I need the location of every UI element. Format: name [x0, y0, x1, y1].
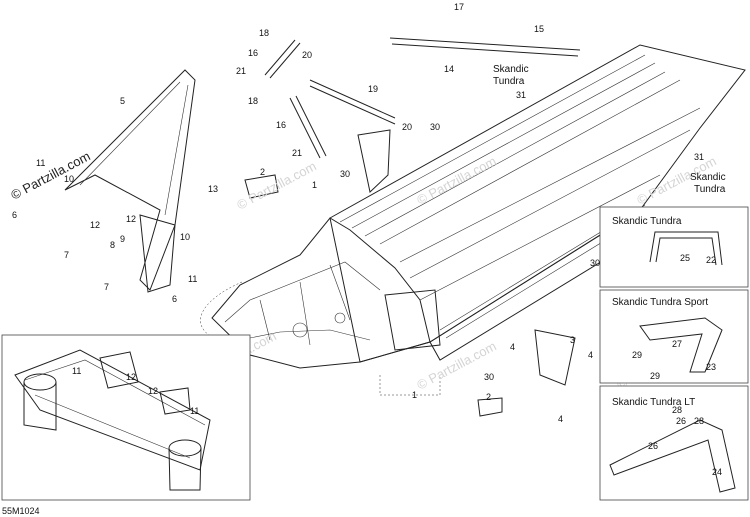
callout: 29 — [650, 371, 660, 381]
detail-inset — [1, 334, 251, 501]
callout: 1 — [312, 180, 317, 190]
callout: 12 — [126, 372, 136, 382]
callout: 11 — [72, 366, 81, 376]
callout: 28 — [694, 416, 704, 426]
callout: 5 — [120, 96, 125, 106]
callout: 20 — [402, 122, 412, 132]
callout: 15 — [534, 24, 544, 34]
callout: 7 — [104, 282, 109, 292]
callout: 6 — [12, 210, 17, 220]
callout: 21 — [236, 66, 246, 76]
side-bracket — [534, 329, 576, 386]
callout: 14 — [444, 64, 454, 74]
tunnel-frame — [211, 44, 746, 369]
callout: 31 — [516, 90, 526, 100]
callout: 22 — [706, 255, 716, 265]
callout: 6 — [172, 294, 177, 304]
callout: 16 — [276, 120, 286, 130]
callout: 8 — [110, 240, 115, 250]
callout: 20 — [302, 50, 312, 60]
callout: 30 — [484, 372, 494, 382]
callout: 10 — [180, 232, 190, 242]
callout: 4 — [588, 350, 593, 360]
callouts: 1 1 2 2 3 4 4 4 5 6 6 7 7 8 9 10 10 11 1… — [12, 2, 722, 477]
model-labels: Skandic Tundra Skandic Tundra — [493, 64, 726, 195]
callout: 4 — [558, 414, 563, 424]
inset-tundra: Skandic Tundra — [599, 206, 749, 288]
callout: 12 — [148, 386, 158, 396]
brackets — [244, 129, 503, 417]
callout: 10 — [64, 174, 74, 184]
callout: 30 — [590, 258, 600, 268]
model-label: Skandic — [690, 172, 726, 183]
inset-title: Skandic Tundra Sport — [612, 297, 708, 308]
inset-tundra-sport: Skandic Tundra Sport — [599, 289, 749, 384]
steering-support — [64, 69, 196, 293]
figure-code: 55M1024 — [2, 506, 40, 516]
model-label: Tundra — [493, 76, 525, 87]
callout: 26 — [648, 441, 658, 451]
callout: 28 — [672, 405, 682, 415]
callout: 17 — [454, 2, 464, 12]
callout: 16 — [248, 48, 258, 58]
callout: 19 — [368, 84, 378, 94]
callout: 26 — [676, 416, 686, 426]
callout: 11 — [36, 158, 45, 168]
callout: 13 — [208, 184, 218, 194]
callout: 12 — [126, 214, 136, 224]
callout: 11 — [190, 406, 199, 416]
callout: 2 — [260, 167, 265, 177]
struts — [264, 37, 581, 159]
model-label: Skandic — [493, 64, 529, 75]
callout: 11 — [188, 274, 197, 284]
callout: 7 — [64, 250, 69, 260]
callout: 21 — [292, 148, 302, 158]
inset-title: Skandic Tundra LT — [612, 397, 695, 408]
callout: 27 — [672, 339, 682, 349]
callout: 29 — [632, 350, 642, 360]
callout: 18 — [248, 96, 258, 106]
callout: 24 — [712, 467, 722, 477]
callout: 9 — [120, 234, 125, 244]
callout: 1 — [412, 390, 417, 400]
callout: 30 — [340, 169, 350, 179]
callout: 2 — [486, 392, 491, 402]
callout: 23 — [706, 362, 716, 372]
watermark: © Partzilla.com — [414, 153, 498, 207]
callout: 18 — [259, 28, 269, 38]
callout: 3 — [570, 335, 575, 345]
callout: 25 — [680, 253, 690, 263]
callout: 30 — [430, 122, 440, 132]
callout: 12 — [90, 220, 100, 230]
callout: 4 — [510, 342, 515, 352]
model-label: Tundra — [694, 184, 726, 195]
inset-tundra-lt: Skandic Tundra LT — [599, 385, 749, 501]
inset-title: Skandic Tundra — [612, 216, 682, 227]
callout: 31 — [694, 152, 704, 162]
